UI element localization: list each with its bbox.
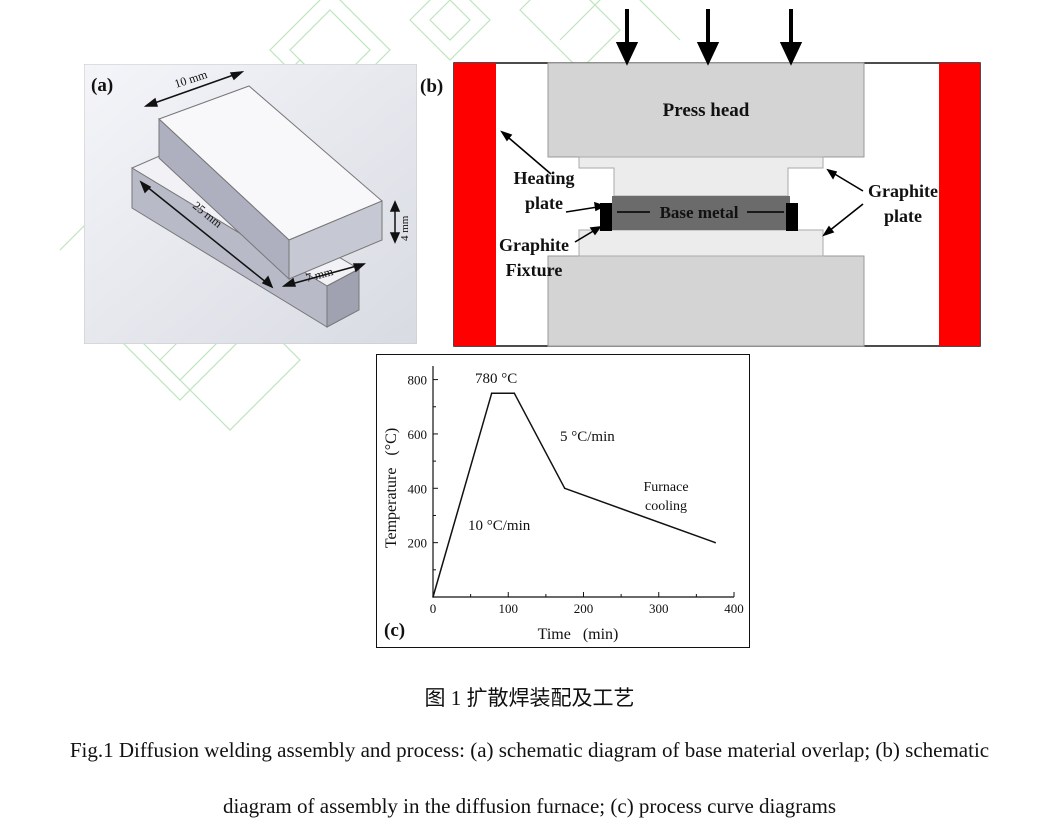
press-head-bottom [547,255,865,347]
heating-plate-left [454,63,496,346]
x-tick-label: 0 [430,601,437,616]
base-metal-label: Base metal [660,203,739,222]
panel-b: (b) Press head Heating plate Base metal … [418,6,988,351]
x-tick-label: 200 [574,601,594,616]
fixture-left [600,203,612,231]
y-tick-label: 600 [408,427,428,442]
curve-vertex-point [490,392,493,394]
y-tick-label: 200 [408,536,428,551]
figure-caption-en-line1: Fig.1 Diffusion welding assembly and pro… [69,738,990,762]
dim-height-label: 4 mm [399,215,411,241]
press-head-top [547,62,865,158]
graphite-plate-label-1: Graphite [868,181,938,201]
y-tick-label: 800 [408,373,428,388]
curve-vertex-point [513,392,516,394]
x-axis-label: Time (min) [538,626,619,643]
panel-b-label: (b) [420,76,443,97]
fixture-label-2: Fixture [506,260,563,280]
annotation-peak: 780 °C [475,371,517,387]
graphite-plate-bottom [578,229,824,257]
force-arrows [615,9,803,66]
base-metal-bar [612,196,790,230]
y-tick-label: 400 [408,481,428,496]
graphite-plate-top [578,156,824,197]
heating-plate-right [939,63,980,346]
upper-plate [158,85,383,281]
panel-c: 0 100 200 300 400 200 400 600 800 (c) Time (min)… [376,354,750,648]
press-head-label: Press head [663,100,750,121]
process-curve-chart: 0 100 200 300 400 200 400 600 800 (c) Time (min)… [376,354,750,648]
annotation-furnace-1: Furnace [643,480,688,495]
x-tick-label: 400 [724,601,744,616]
graphite-plate-label-2: plate [884,206,922,226]
figure-caption-cn: 图 1 扩散焊装配及工艺 [424,686,635,710]
panel-a-label: (a) [91,75,113,96]
curve-vertex-point [714,541,716,544]
furnace-schematic: (b) Press head Heating plate Base metal … [420,9,981,347]
fixture-label-1: Graphite [499,235,569,255]
curve-vertex-point [563,487,566,490]
x-tick-label: 100 [499,601,519,616]
panel-a: (a) 10 mm 25 mm 4 mm 7 mm [83,63,418,345]
curve-vertex-point [432,596,434,598]
figure-caption-en-line2: diagram of assembly in the diffusion fur… [222,794,837,818]
annotation-cool-rate: 5 °C/min [560,429,615,445]
annotation-heat-rate: 10 °C/min [468,518,531,534]
fixture-right [786,203,798,231]
panel-a-illustration: (a) 10 mm 25 mm 4 mm 7 mm [83,63,418,345]
y-axis-label: Temperature (°C) [383,428,400,548]
annotation-furnace-2: cooling [645,499,687,514]
panel-c-label: (c) [384,620,405,641]
heating-plate-label-1: Heating [514,168,575,188]
x-tick-label: 300 [649,601,669,616]
heating-plate-label-2: plate [525,193,563,213]
